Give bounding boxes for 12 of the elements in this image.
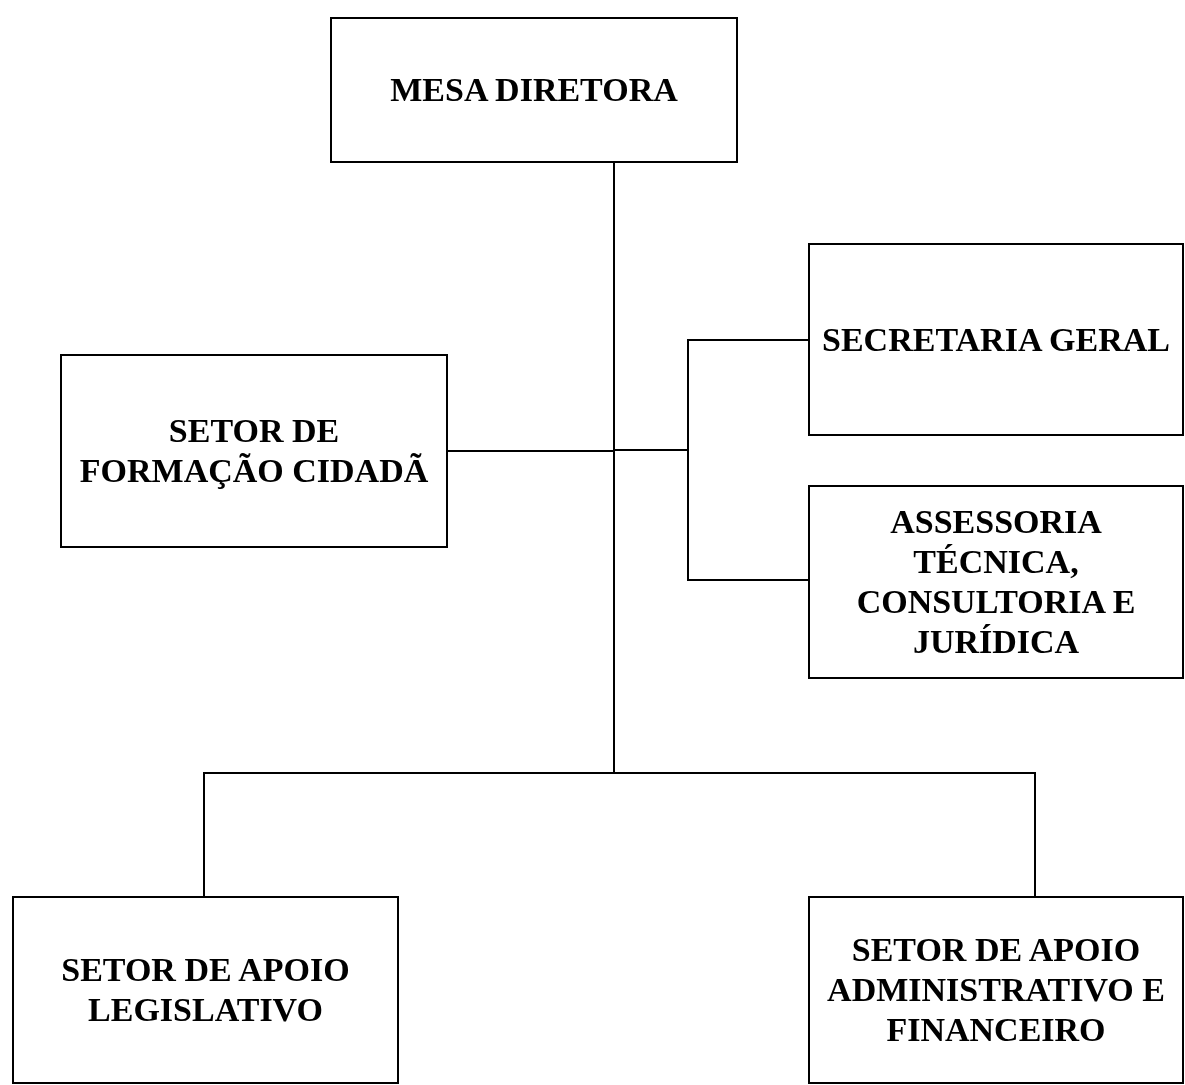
unit-name: SETOR DE FORMAÇÃO CIDADÃ: [78, 411, 430, 491]
unit-name: SETOR DE APOIO LEGISLATIVO: [60, 950, 351, 1030]
unit-name: ASSESSORIA TÉCNICA, CONSULTORIA E JURÍDICA: [855, 502, 1137, 662]
org-unit-box: [60, 354, 448, 548]
org-unit-box: [330, 17, 738, 163]
unit-name: SETOR DE APOIO ADMINISTRATIVO E FINANCEIRO: [826, 930, 1166, 1050]
org-unit-box: [808, 896, 1184, 1084]
org-unit-box: [12, 896, 399, 1084]
org-unit-box: [808, 243, 1184, 436]
unit-name: SECRETARIA GERAL: [822, 319, 1170, 360]
unit-name: MESA DIRETORA: [390, 70, 678, 110]
org-unit-box: [808, 485, 1184, 679]
